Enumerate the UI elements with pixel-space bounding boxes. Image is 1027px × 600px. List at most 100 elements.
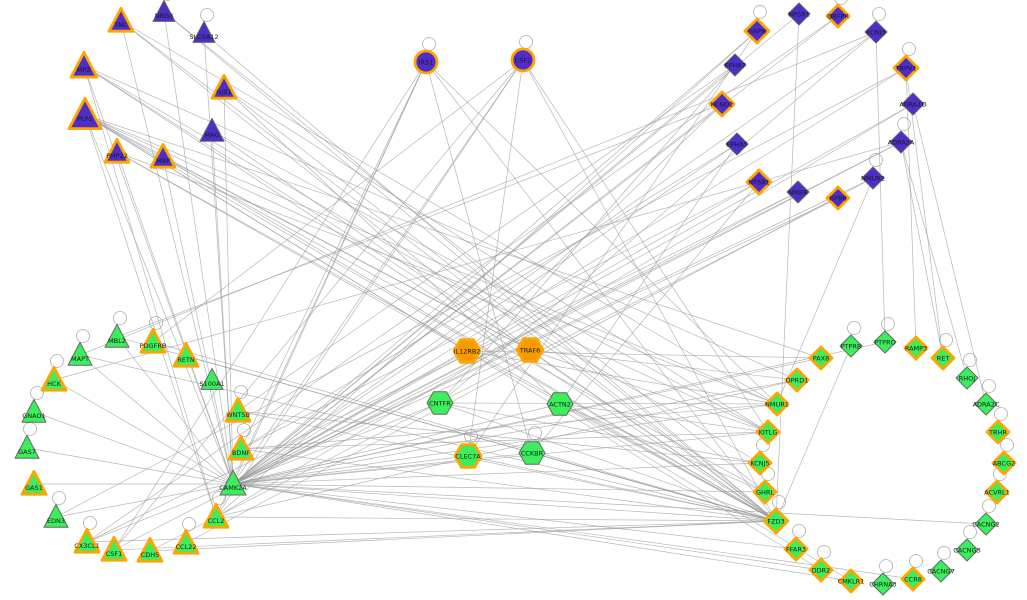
node-d5[interactable] [723,53,747,77]
edge-c1-e16[interactable] [425,61,777,522]
node-g12[interactable] [219,469,247,496]
node-d1[interactable] [743,17,771,45]
node-h4[interactable] [546,392,574,416]
self-loop-e7[interactable] [963,353,977,367]
self-loop-e1[interactable] [847,321,861,335]
edge-e3-d6[interactable] [905,67,917,349]
node-e15[interactable] [984,479,1010,505]
edge-t6-e10[interactable] [84,114,769,433]
edge-d4-g2[interactable] [79,31,877,356]
node-e11[interactable] [985,419,1011,445]
node-e6[interactable] [784,367,810,393]
node-e4[interactable] [808,345,834,371]
node-t8[interactable] [103,137,131,164]
node-e2[interactable] [873,330,897,354]
edge-d8-e9[interactable] [912,103,987,405]
edge-d11-g12[interactable] [232,181,760,485]
edge-c2-g14[interactable] [215,59,524,518]
edge-c2-g16[interactable] [113,59,524,551]
edge-t8-g12[interactable] [116,151,234,485]
edge-t4-g14[interactable] [83,65,217,518]
edge-e2-d4[interactable] [875,31,886,343]
node-h1[interactable] [452,338,482,364]
node-g16[interactable] [100,536,128,562]
self-loop-g5[interactable] [50,354,64,368]
edge-t6-e8[interactable] [84,114,778,405]
self-loop-d3[interactable] [834,0,848,5]
node-t3[interactable] [192,20,216,43]
node-d11[interactable] [745,168,773,196]
edge-g12-e14[interactable] [232,483,766,493]
edge-d10-g12[interactable] [232,141,902,485]
node-g10[interactable] [227,434,255,461]
self-loop-d14[interactable] [869,153,883,167]
edge-d8-g12[interactable] [232,103,914,485]
edge-t8-e16[interactable] [116,151,777,522]
node-d4[interactable] [864,20,888,44]
node-e21[interactable] [929,559,953,583]
node-e22[interactable] [838,568,864,594]
edge-h1-g12[interactable] [232,350,468,485]
edge-g16-e16[interactable] [113,520,777,551]
self-loop-g3[interactable] [149,316,163,330]
edge-g12-e17[interactable] [232,483,987,525]
node-t5[interactable] [210,74,238,100]
self-loop-e2[interactable] [881,317,895,331]
node-e20[interactable] [808,557,834,583]
edge-g15-e16[interactable] [86,520,777,543]
self-loop-e13[interactable] [1000,438,1014,452]
edge-h2-e6[interactable] [529,349,798,381]
self-loop-e18[interactable] [792,524,806,538]
edge-h5-g12[interactable] [232,455,469,485]
node-h2[interactable] [515,337,545,363]
edge-h1-e16[interactable] [466,350,777,522]
self-loop-g14[interactable] [212,491,226,505]
edge-d12-g12[interactable] [232,191,799,485]
node-g18[interactable] [172,529,200,555]
self-loop-e23[interactable] [879,559,893,573]
node-c2[interactable] [510,47,536,73]
self-loop-e21[interactable] [937,546,951,560]
node-e9[interactable] [974,392,998,416]
self-loop-g9[interactable] [23,422,37,436]
edge-g12-e6[interactable] [232,379,798,485]
self-loop-d10[interactable] [897,117,911,131]
self-loop-e9[interactable] [982,379,996,393]
node-d7[interactable] [708,90,736,118]
edge-c1-e8[interactable] [425,61,778,405]
node-t9[interactable] [149,142,177,169]
edge-t1-h2[interactable] [120,20,531,351]
self-loop-t2[interactable] [161,0,174,1]
self-loop-e19[interactable] [963,525,977,539]
node-e7[interactable] [955,366,979,390]
node-d10[interactable] [889,130,913,154]
edge-h4-e16[interactable] [559,403,777,522]
self-loop-h6[interactable] [528,426,542,440]
node-g5[interactable] [40,365,68,392]
edge-g17-e16[interactable] [149,520,777,552]
edge-d5-g12[interactable] [232,64,736,485]
node-g13[interactable] [43,503,69,528]
node-d8[interactable] [901,92,925,116]
node-d6[interactable] [892,54,920,82]
node-e17[interactable] [974,512,998,536]
edge-d1-h5[interactable] [467,30,758,457]
edge-t1-e8[interactable] [120,20,778,405]
edge-g12-e20[interactable] [232,483,822,571]
edge-g14-e16[interactable] [215,516,777,522]
edge-d7-h1[interactable] [466,103,723,352]
edge-c1-g10[interactable] [240,61,427,450]
node-g3[interactable] [139,327,167,354]
node-d12[interactable] [786,180,810,204]
edge-g13-g12[interactable] [55,483,234,518]
edge-t4-e6[interactable] [83,65,798,381]
edge-t5-e10[interactable] [223,87,769,433]
edge-t6-e20[interactable] [84,114,822,571]
self-loop-g15[interactable] [83,516,97,530]
node-g2[interactable] [67,341,93,366]
edge-t5-h4[interactable] [223,87,561,405]
edge-t6-e4[interactable] [84,114,822,359]
edge-g1-e16[interactable] [116,336,777,522]
